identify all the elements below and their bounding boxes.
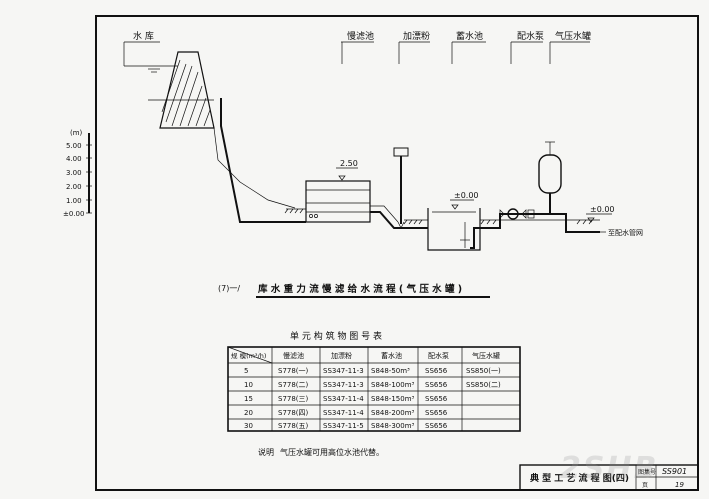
filter-elevation: 2.50 [340,159,358,168]
diagram-title-text: 库 水 重 力 流 慢 滤 给 水 流 程 ( 气 压 水 罐 ) [257,283,462,295]
scale-unit: (m) [70,129,83,137]
note-label: 说明 [258,447,274,457]
label-filter: 慢滤池 [347,30,374,42]
table-cell: SS347-11-3 [323,367,364,375]
table-header: 加漂粉 [331,351,352,360]
table-cell: S848-50m³ [371,367,410,375]
titleblock-page: 19 [675,481,684,489]
table-cell: 20 [244,409,253,417]
elevation-scale: (m) 5.00 4.00 3.00 2.00 1.00 ±0.00 [63,129,92,218]
slow-filter-tank: 2.50 [305,159,371,223]
titleblock-page-label: 页 [642,482,648,489]
reservoir-dam [123,42,296,209]
table-cell: 10 [244,381,253,389]
table-cell: SS656 [425,367,448,375]
table-cell: SS850(二) [466,381,501,389]
table-text: 规 模(m³/h) 慢滤池 加漂粉 蓄水池 配水泵 气压水罐 5 S778(一)… [231,351,501,430]
storage-elevation: ±0.00 [454,191,479,200]
label-underlines [124,41,590,64]
filter-outlet-pipe [370,211,428,229]
table-cell: 5 [244,367,248,375]
table-cell: S848-100m³ [371,381,415,389]
table-cell: 15 [244,395,253,403]
to-network-label: 至配水管网 [608,228,643,237]
table-cell: S848-300m³ [371,422,415,430]
table-header: 配水泵 [428,351,449,360]
titleblock-name: 典 型 工 艺 流 程 图(四) [530,472,629,484]
table-cell: SS347-11-5 [323,422,364,430]
scale-tick: 1.00 [66,197,82,205]
label-dosing: 加漂粉 [403,30,430,42]
component-table [227,346,521,432]
scale-tick: 2.00 [66,183,82,191]
storage-tank: ±0.00 [427,191,481,251]
table-cell: S848-200m³ [371,409,415,417]
table-cell: SS347-11-4 [323,409,364,417]
diagram-title: (7)一/ 库 水 重 力 流 慢 滤 给 水 流 程 ( 气 压 水 罐 ) [218,283,490,298]
table-cell: S848-150m³ [371,395,415,403]
table-cell: S778(四) [278,409,309,417]
table-cell: SS656 [425,395,448,403]
titleblock-code: SS901 [662,467,687,476]
label-storage: 蓄水池 [456,30,483,42]
drawing-frame [95,15,699,491]
pressure-tank [538,141,562,214]
table-cell: S778(一) [278,367,309,375]
outlet-elevation: ±0.00 [590,205,615,214]
table-cell: SS347-11-4 [323,395,364,403]
label-source: 水 库 [133,30,154,42]
label-pressure-tank: 气压水罐 [555,30,591,42]
table-cell: S778(三) [278,395,309,403]
gravity-main-pipe [220,98,306,223]
component-labels: 水 库 慢滤池 加漂粉 蓄水池 配水泵 气压水罐 [133,30,591,42]
table-cell: SS850(一) [466,367,501,375]
title-block: 典 型 工 艺 流 程 图(四) 图集号 SS901 页 19 [519,464,699,491]
table-cell: SS347-11-3 [323,381,364,389]
suction-pipe [470,213,600,249]
table-cell: SS656 [425,422,448,430]
table-header: 规 模(m³/h) [231,351,266,360]
scale-tick: 4.00 [66,155,82,163]
drawing-note: 说明 气压水罐可用高位水池代替。 [258,447,384,457]
watermark: 2SHB [560,451,658,486]
titleblock-code-label: 图集号 [638,468,656,476]
table-header: 气压水罐 [472,351,500,360]
diagram-number: (7)一/ [218,284,240,293]
scale-tick: 3.00 [66,169,82,177]
table-cell: SS656 [425,381,448,389]
pump [499,208,535,220]
note-text: 气压水罐可用高位水池代替。 [280,447,384,457]
table-header: 蓄水池 [381,351,402,360]
scale-tick: ±0.00 [63,210,84,218]
table-cell: SS656 [425,409,448,417]
scale-tick: 5.00 [66,142,82,150]
dosing-unit [393,147,409,229]
table-cell: S778(五) [278,422,309,430]
table-title: 单 元 构 筑 物 图 号 表 [290,330,382,342]
table-cell: S778(二) [278,381,309,389]
label-pump: 配水泵 [517,30,544,42]
table-cell: 30 [244,422,253,430]
table-header: 慢滤池 [283,351,304,360]
